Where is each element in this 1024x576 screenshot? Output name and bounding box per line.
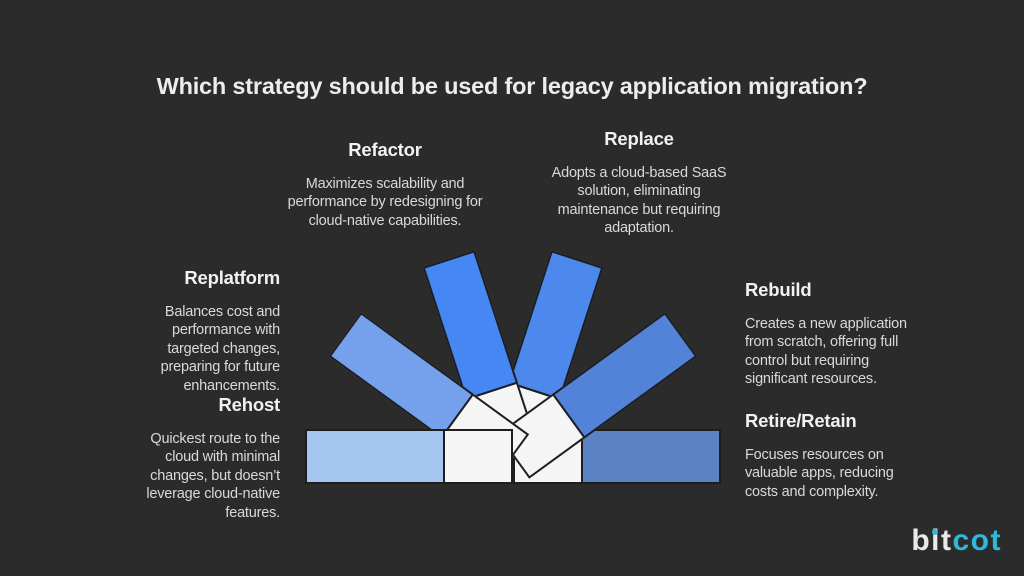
text-line: Quickest route to the (150, 431, 280, 447)
text-line: maintenance but requiring (557, 201, 721, 218)
section-replatform-description: Balances cost and performance with targe… (99, 303, 281, 395)
text-line: costs and complexity. (745, 483, 879, 500)
text-line: enhancements. (183, 377, 280, 394)
fan-bar-rehost (305, 429, 513, 484)
text-line: Maximizes scalability and (305, 176, 465, 192)
text-line: changes, but doesn’t (150, 467, 280, 484)
section-replatform: Replatform Balances cost and performance… (99, 267, 281, 395)
text-line: performance by redesigning for (287, 194, 483, 211)
section-retire-retain: Retire/Retain Focuses resources on valua… (745, 410, 945, 501)
section-replace-heading: Replace (604, 128, 674, 149)
text-line: Balances cost and (164, 304, 280, 320)
section-rebuild: Rebuild Creates a new application from s… (745, 279, 945, 389)
text-line: Focuses resources on (745, 447, 884, 463)
text-line: valuable apps, reducing (745, 465, 894, 482)
fan-bar-color-segment (305, 429, 445, 484)
text-line: features. (225, 504, 280, 521)
fan-bar-inner-petal (443, 429, 513, 484)
text-line: cloud with minimal (165, 449, 280, 466)
text-line: performance with (171, 322, 280, 339)
fan-bar-color-segment (581, 429, 721, 484)
page-title: Which strategy should be used for legacy… (156, 73, 868, 99)
section-replatform-heading: Replatform (184, 267, 280, 288)
text-line: adaptation. (604, 220, 674, 237)
text-line: preparing for future (160, 359, 281, 376)
logo-text-bit: bit (911, 524, 953, 557)
section-rehost-heading: Rehost (218, 394, 281, 415)
text-line: control but requiring (745, 352, 869, 369)
section-replace: Replace Adopts a cloud-based SaaS soluti… (527, 128, 751, 238)
section-rebuild-description: Creates a new application from scratch, … (745, 315, 945, 389)
section-retire-retain-heading: Retire/Retain (745, 410, 857, 431)
text-line: significant resources. (745, 371, 877, 388)
text-line: Adopts a cloud-based SaaS (551, 165, 727, 181)
section-rehost-description: Quickest route to the cloud with minimal… (99, 430, 280, 522)
section-rebuild-heading: Rebuild (745, 279, 812, 300)
section-rehost: Rehost Quickest route to the cloud with … (99, 394, 280, 522)
section-refactor: Refactor Maximizes scalability and perfo… (275, 139, 495, 230)
logo-i-dot (932, 529, 939, 535)
text-line: from scratch, offering full (745, 334, 899, 351)
text-line: solution, eliminating (577, 183, 701, 200)
section-retire-retain-description: Focuses resources on valuable apps, redu… (745, 446, 945, 501)
text-line: Creates a new application (745, 316, 907, 332)
text-line: cloud-native capabilities. (308, 212, 462, 229)
text-line: leverage cloud-native (146, 486, 280, 503)
section-refactor-heading: Refactor (348, 139, 422, 160)
logo-text-cot: cot (952, 524, 1002, 557)
text-line: targeted changes, (167, 340, 280, 357)
section-replace-description: Adopts a cloud-based SaaS solution, elim… (527, 164, 751, 238)
section-refactor-description: Maximizes scalability and performance by… (275, 175, 495, 230)
